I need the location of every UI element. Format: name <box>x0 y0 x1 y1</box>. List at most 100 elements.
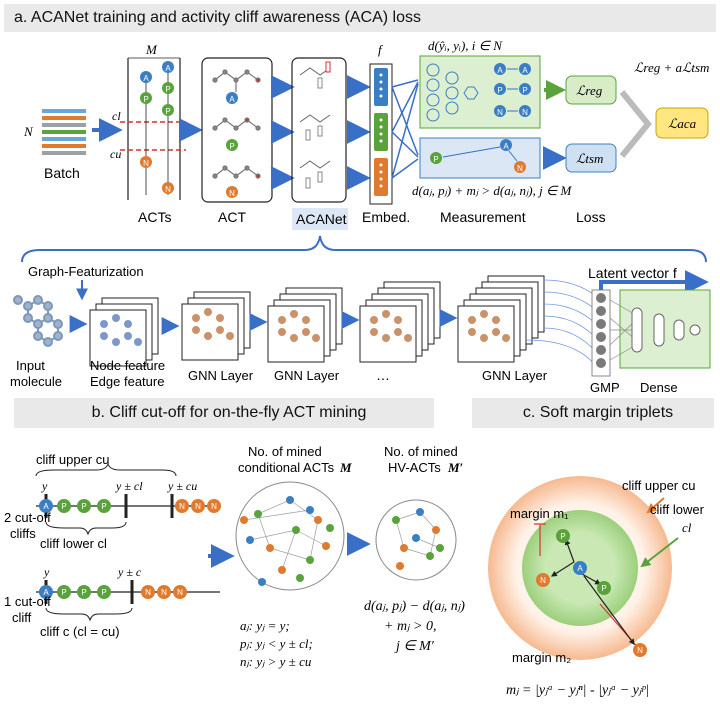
panel-c-header: c. Soft margin triplets <box>472 398 714 428</box>
margin-formula: mⱼ = |yⱼᵃ − yⱼⁿ| - |yⱼᵃ − yⱼᵖ| <box>506 683 649 698</box>
mined-hv-dots <box>392 508 444 570</box>
loss-reg-box <box>565 75 617 105</box>
loss-aca-label: ℒaca <box>668 116 697 131</box>
measurement-label: Measurement <box>440 209 526 225</box>
mined-cond-line2: conditional ACTs <box>238 460 335 475</box>
mined-cond-circle <box>235 481 345 591</box>
input-molecule-label-1: Input <box>16 358 45 373</box>
one-cutoff-label-2: cliff <box>12 610 32 625</box>
loss-tsm-label: ℒtsm <box>576 151 603 166</box>
gnn-layer-3 <box>457 275 545 363</box>
svg-text:N: N <box>517 164 523 173</box>
mined-hv-line2: HV-ACTs <box>388 460 441 475</box>
y-pm-cl-label: y ± cl <box>115 479 143 493</box>
node-feature-label: Node feature <box>90 358 165 373</box>
def-p: pⱼ: yⱼ < y ± cl; <box>239 636 313 651</box>
act-label: ACT <box>218 209 246 225</box>
latent-label: Latent vector f <box>588 265 677 281</box>
gnn2-label: GNN Layer <box>274 368 340 383</box>
svg-text:N: N <box>161 588 167 597</box>
svg-text:P: P <box>81 588 86 597</box>
input-molecule-label-2: molecule <box>10 374 62 389</box>
svg-text:P: P <box>229 142 234 151</box>
panel-c-title: c. Soft margin triplets <box>522 404 674 421</box>
svg-text:A: A <box>229 95 235 104</box>
margin2-label: margin m₂ <box>512 650 571 665</box>
n-label: N <box>23 124 34 139</box>
y-label-2: y <box>43 565 50 579</box>
svg-text:P: P <box>522 86 527 95</box>
svg-text:N: N <box>195 502 201 511</box>
input-molecule <box>13 295 63 347</box>
latent-arrow <box>599 270 709 294</box>
cl-label: cl <box>112 109 121 123</box>
acts-nodes: A A P P P N N <box>140 61 174 194</box>
svg-text:P: P <box>433 155 438 164</box>
svg-text:N: N <box>177 588 183 597</box>
cond-line1: d(aⱼ, pⱼ) − d(aⱼ, nⱼ) <box>364 599 465 614</box>
mined-cond-dots <box>240 496 334 586</box>
acanet-bracket <box>21 235 707 263</box>
acts-label: ACTs <box>138 209 171 225</box>
svg-text:A: A <box>43 502 49 511</box>
two-cutoff-label-2: cliffs <box>10 526 36 541</box>
gnn3-label: GNN Layer <box>482 368 548 383</box>
batch-label: Batch <box>44 165 80 181</box>
triplet-nodes: A P N P N <box>536 529 647 657</box>
dense-label: Dense <box>640 380 678 395</box>
gnn-layer-2 <box>267 287 343 363</box>
svg-text:N: N <box>522 108 528 117</box>
edge-feature-label: Edge feature <box>90 374 164 389</box>
svg-text:N: N <box>229 189 235 198</box>
loss-aca-box <box>655 107 709 139</box>
ellipsis-label: … <box>376 367 390 383</box>
panel-b-header: b. Cliff cut-off for on-the-fly ACT mini… <box>14 398 434 428</box>
cond-line3: j ∈ M′ <box>394 639 435 654</box>
two-cutoff-label-1: 2 cut-off <box>4 510 51 525</box>
svg-text:A: A <box>503 142 509 151</box>
cliff-upper-label: cliff upper cu <box>36 452 109 467</box>
acanet-label: ACANet <box>296 211 347 227</box>
one-cutoff-nodes: A P P P N N N <box>39 585 187 599</box>
gnn1-label: GNN Layer <box>188 368 254 383</box>
y-label-1: y <box>41 479 48 493</box>
svg-text:N: N <box>540 576 546 585</box>
loss-label: Loss <box>576 209 606 225</box>
gnn-layer-ellipsis <box>359 281 441 363</box>
svg-text:P: P <box>81 502 86 511</box>
y-pm-cu-label: y ± cu <box>167 479 197 493</box>
f-label: f <box>378 42 384 57</box>
cliff-lower-c-label: cliff lower <box>650 502 705 517</box>
panel-a-title: a. ACANet training and activity cliff aw… <box>14 9 421 26</box>
loss-total: ℒreg + aℒtsm <box>634 60 709 75</box>
svg-text:N: N <box>211 502 217 511</box>
svg-text:A: A <box>165 64 171 73</box>
svg-text:P: P <box>143 95 148 104</box>
batch-stack <box>42 109 86 155</box>
tsm-formula: d(aⱼ, pⱼ) + mⱼ > d(aⱼ, nⱼ), j ∈ M <box>412 183 573 198</box>
def-a: aⱼ: yⱼ = y; <box>240 618 290 633</box>
svg-text:P: P <box>61 502 66 511</box>
one-cutoff-label-1: 1 cut-off <box>4 594 51 609</box>
two-cutoff-nodes: A P P P N N N <box>39 499 221 513</box>
svg-text:A: A <box>577 564 583 573</box>
acanet-box <box>291 57 347 203</box>
mined-hv-m: M′ <box>447 460 464 475</box>
svg-text:P: P <box>601 584 606 593</box>
triplet-arrows <box>550 538 635 645</box>
loss-reg-label: ℒreg <box>576 83 603 98</box>
cliff-c-label: cliff c (cl = cu) <box>40 624 120 639</box>
svg-text:P: P <box>61 588 66 597</box>
y-pm-c-label: y ± c <box>117 565 142 579</box>
graph-feat-label: Graph-Featurization <box>28 264 144 279</box>
panel-a-header: a. ACANet training and activity cliff aw… <box>4 4 716 32</box>
svg-text:N: N <box>179 502 185 511</box>
mined-cond-m: M <box>339 460 352 475</box>
svg-text:P: P <box>101 588 106 597</box>
acanet-highlight <box>292 208 348 230</box>
svg-text:A: A <box>143 74 149 83</box>
svg-text:N: N <box>145 588 151 597</box>
mined-hv-line1: No. of mined <box>384 444 458 459</box>
gnn-layer-1 <box>181 291 251 361</box>
